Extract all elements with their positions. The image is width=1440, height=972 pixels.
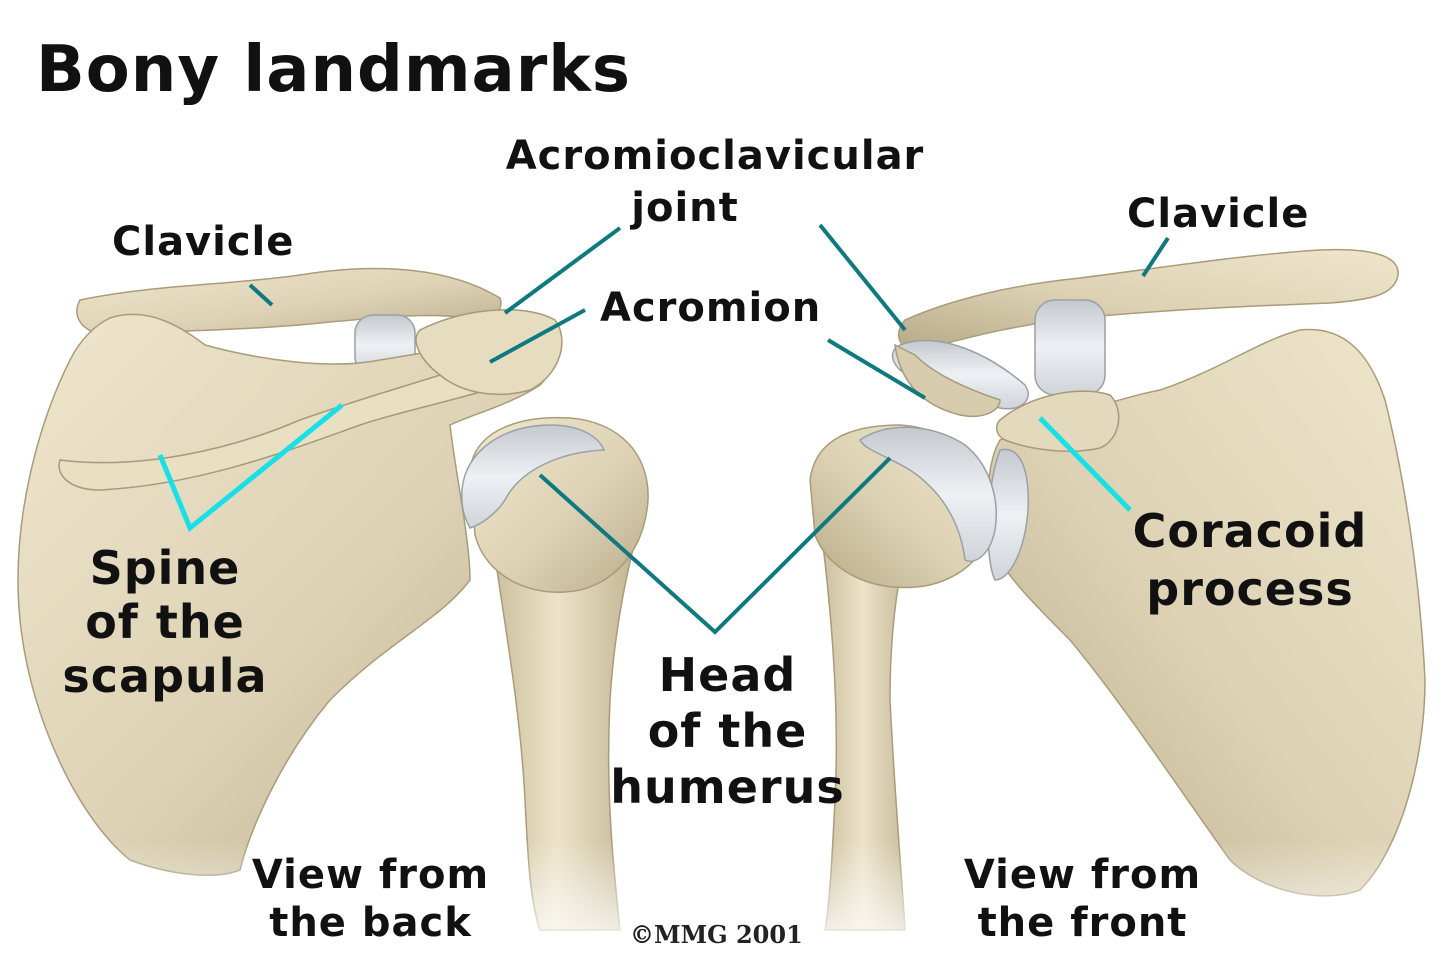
leader-ac-joint-front — [818, 223, 907, 332]
label-clavicle-front: Clavicle — [1127, 191, 1310, 237]
bottom-fade — [0, 840, 1440, 968]
label-ac-joint: Acromioclavicular joint — [465, 136, 965, 228]
scapula-front-shape — [986, 328, 1426, 897]
ligament-front-shape — [891, 339, 1029, 410]
clavicle-front-shape — [898, 248, 1399, 351]
label-spine-line2: of the — [85, 595, 245, 649]
label-head-line2: of the — [647, 704, 808, 758]
leader-head-of-humerus — [538, 456, 892, 635]
humerus-front-head-cartilage — [859, 426, 997, 562]
label-spine-line3: scapula — [62, 649, 268, 703]
acromion-front-shape — [894, 343, 1001, 417]
scapula-back-shape — [17, 313, 555, 876]
label-head-line1: Head — [658, 648, 797, 702]
label-coracoid-line1: Coracoid — [1132, 504, 1368, 558]
label-spine-line1: Spine — [89, 541, 241, 595]
label-view-front-line2: the front — [977, 900, 1188, 946]
label-acromion: Acromion — [600, 285, 822, 331]
leader-spine-of-scapula — [157, 403, 344, 533]
label-ac-joint-line1: Acromioclavicular — [505, 133, 925, 179]
label-coracoid-line2: process — [1146, 562, 1354, 616]
label-view-back-line1: View from — [251, 852, 490, 898]
leader-acromion-back — [489, 308, 586, 364]
leader-clavicle-back — [248, 283, 274, 307]
coracoid-shape — [995, 390, 1120, 452]
label-view-back-line2: the back — [269, 900, 472, 946]
copyright-notice: ©MMG 2001 — [630, 920, 803, 949]
label-ac-joint-line2: joint — [631, 185, 739, 231]
label-clavicle-back: Clavicle — [112, 219, 295, 265]
leader-acromion-front — [826, 338, 927, 400]
label-view-from-front: View from the front — [960, 855, 1205, 943]
humerus-back-head-cartilage — [461, 424, 606, 529]
label-coracoid-process: Coracoid process — [1125, 508, 1375, 612]
acromion-back-shape — [415, 309, 563, 396]
label-view-from-back: View from the back — [248, 855, 493, 943]
label-head-line3: humerus — [610, 760, 845, 814]
label-view-front-line1: View from — [963, 852, 1202, 898]
label-head-of-humerus: Head of the humerus — [605, 652, 850, 810]
label-spine-of-scapula: Spine of the scapula — [60, 545, 270, 699]
leader-ac-joint-back — [503, 226, 622, 315]
leader-coracoid — [1038, 416, 1132, 512]
leader-clavicle-front — [1141, 236, 1170, 278]
page-title: Bony landmarks — [36, 33, 631, 107]
ligament-front-vertical — [1034, 299, 1106, 396]
